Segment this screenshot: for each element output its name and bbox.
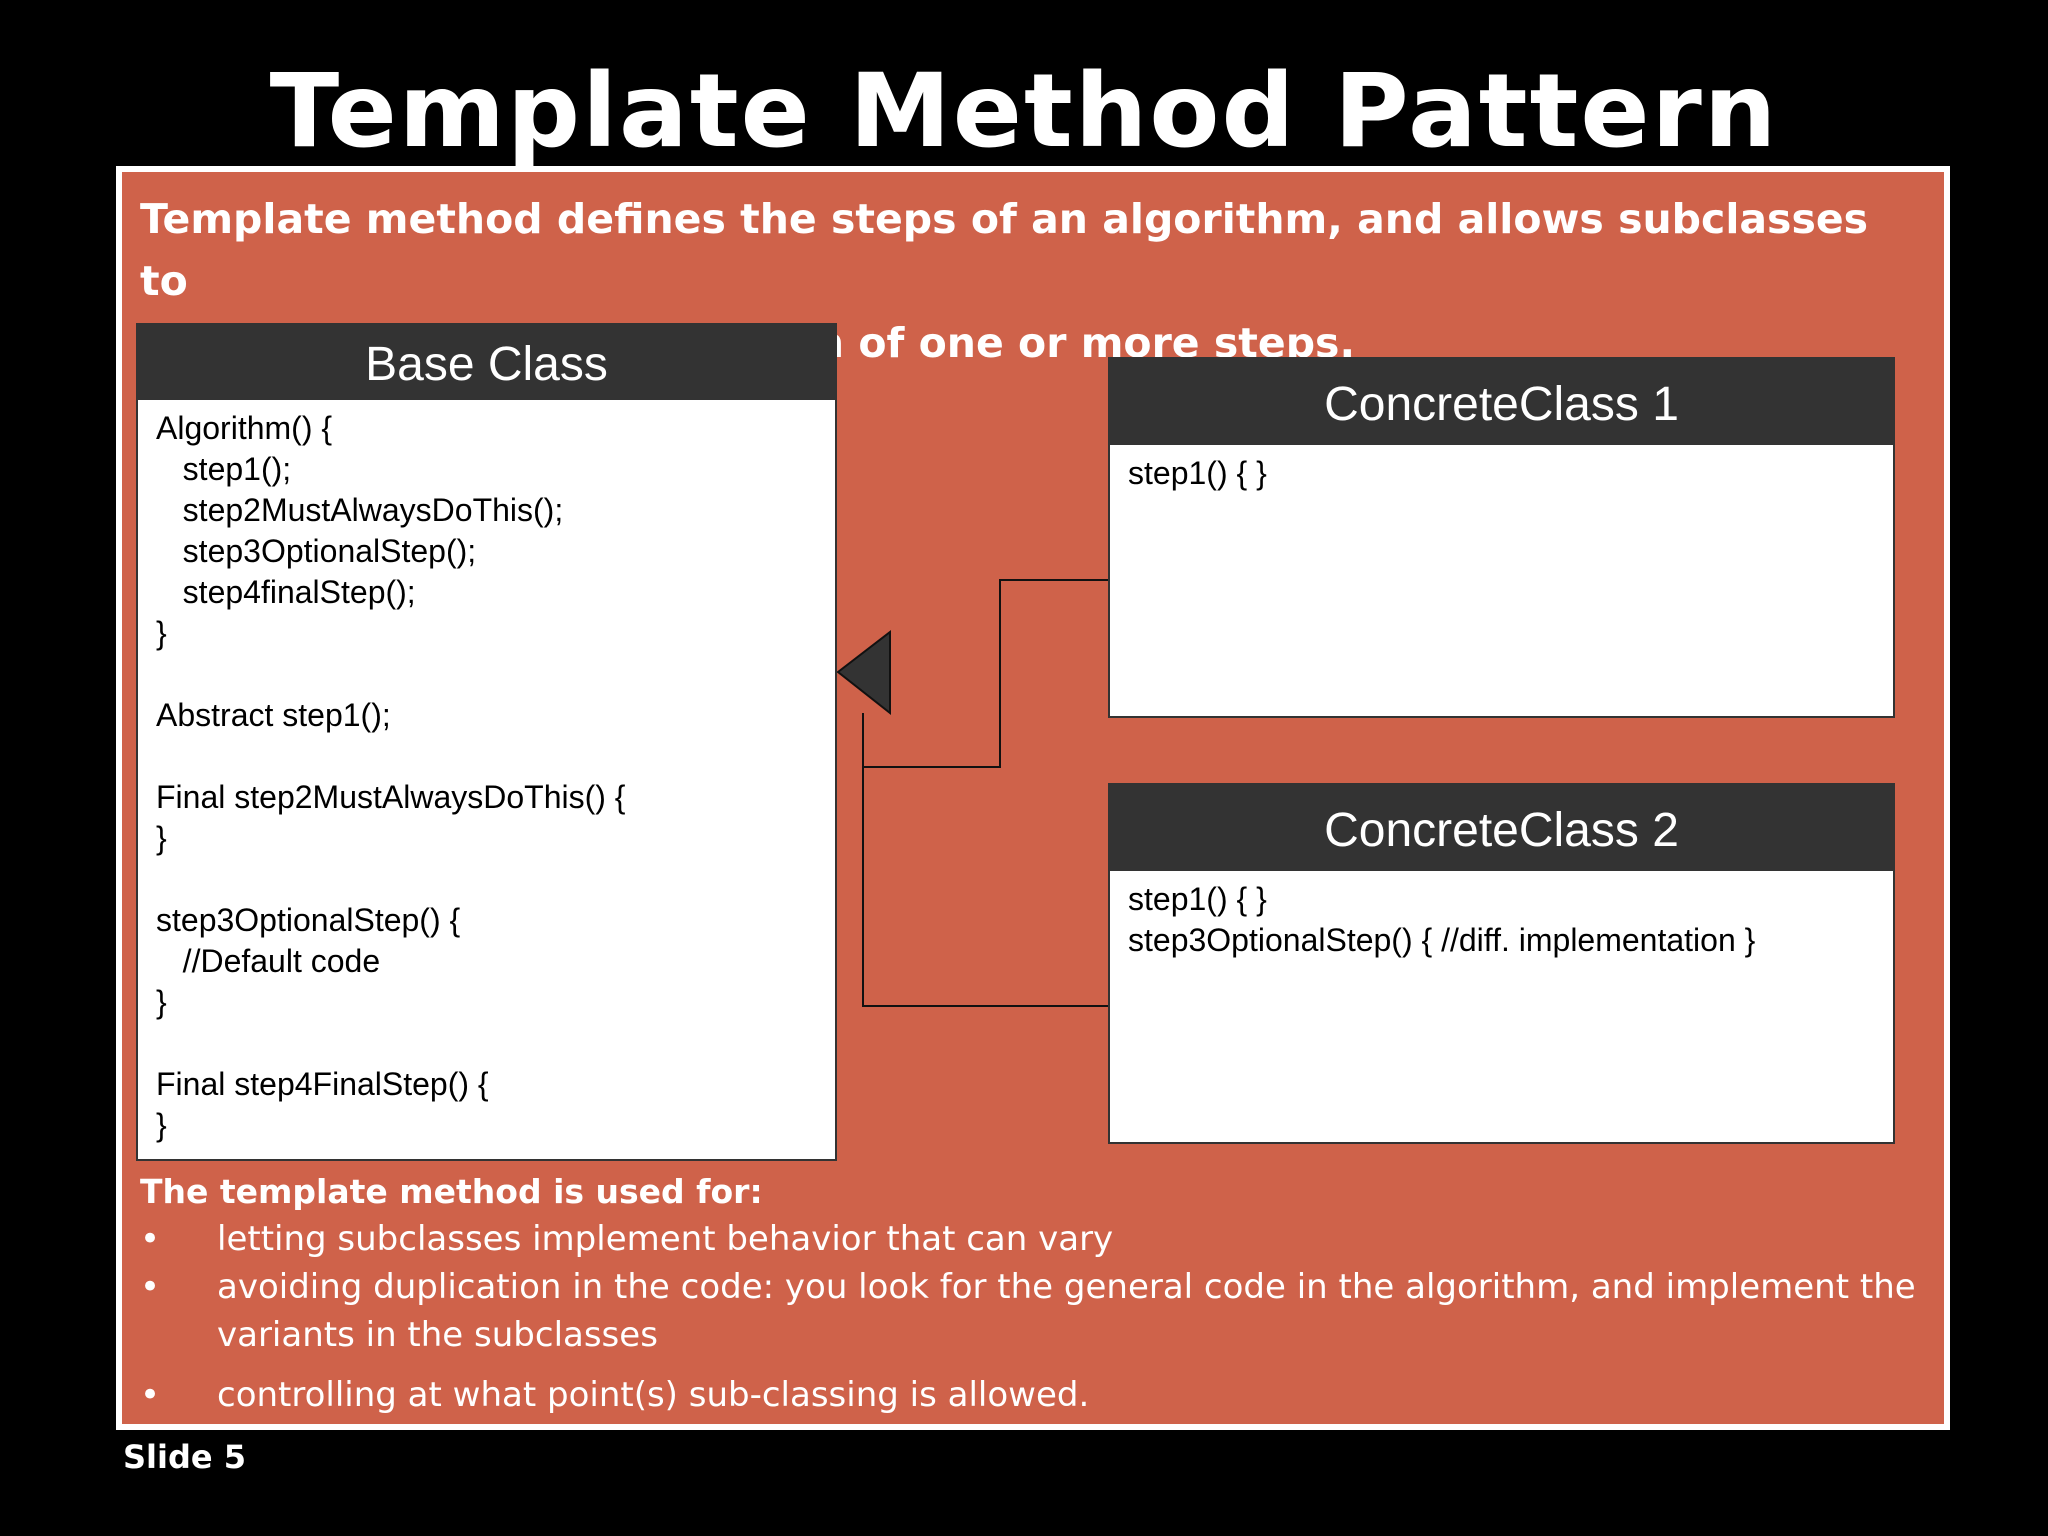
slide-number: Slide 5 [123, 1438, 246, 1476]
base-class-box: Base Class Algorithm() { step1(); step2M… [136, 323, 837, 1161]
list-item: • avoiding duplication in the code: you … [140, 1263, 1920, 1359]
used-for-heading: The template method is used for: [140, 1172, 763, 1211]
used-for-list: • letting subclasses implement behavior … [140, 1215, 1920, 1419]
concrete-class-1-box: ConcreteClass 1 step1() { } [1108, 357, 1895, 718]
intro-line-1: Template method defines the steps of an … [140, 195, 1869, 305]
list-item-text: controlling at what point(s) sub-classin… [217, 1375, 1090, 1415]
concrete-class-2-title: ConcreteClass 2 [1110, 785, 1893, 871]
list-item: • controlling at what point(s) sub-class… [140, 1371, 1920, 1419]
bullet-icon: • [140, 1375, 161, 1415]
base-class-code: Algorithm() { step1(); step2MustAlwaysDo… [156, 410, 626, 1143]
list-item-text: letting subclasses implement behavior th… [217, 1219, 1114, 1259]
concrete-class-1-title: ConcreteClass 1 [1110, 359, 1893, 445]
base-class-title: Base Class [138, 325, 835, 400]
inheritance-arrow [836, 629, 891, 716]
connector-concrete-class-2 [862, 713, 1108, 1007]
concrete-class-2-box: ConcreteClass 2 step1() { } step3Optiona… [1108, 783, 1895, 1144]
slide-title: Template Method Pattern [269, 52, 1779, 171]
bullet-icon: • [140, 1219, 161, 1259]
list-item: • letting subclasses implement behavior … [140, 1215, 1920, 1263]
list-item-text: avoiding duplication in the code: you lo… [217, 1267, 1916, 1355]
bullet-icon: • [140, 1267, 161, 1307]
concrete-class-2-code: step1() { } step3OptionalStep() { //diff… [1128, 881, 1756, 958]
concrete-class-1-code: step1() { } [1128, 455, 1267, 491]
connector-concrete-class-1 [862, 579, 1108, 768]
